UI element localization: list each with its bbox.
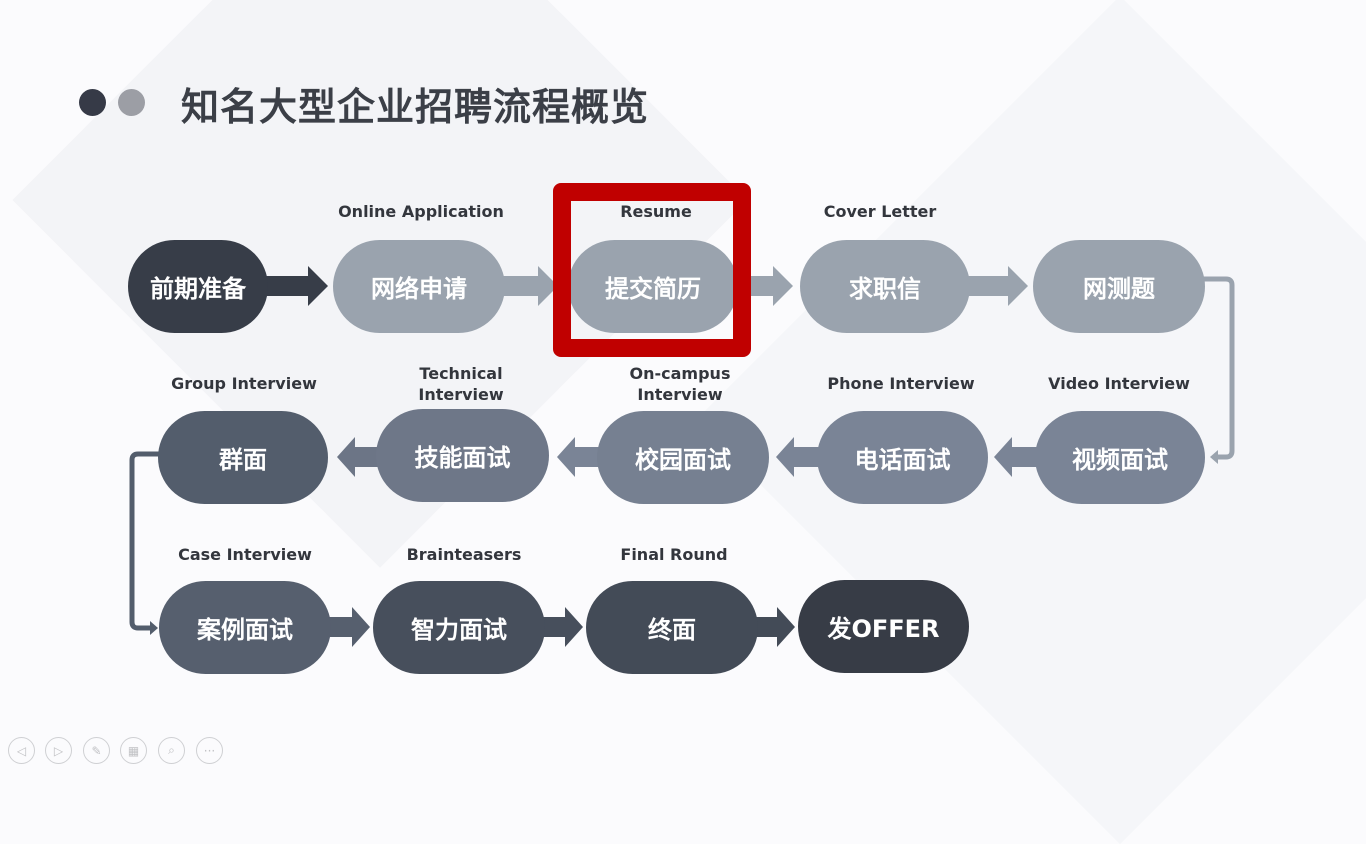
slide-overview-button[interactable]: ▦ — [120, 737, 147, 764]
connector-arrowhead — [150, 621, 158, 635]
step-text: 前期准备 — [150, 275, 246, 303]
arrow-right — [965, 266, 1028, 306]
step-group-interview[interactable]: 群面 — [158, 411, 328, 504]
step-campus-interview[interactable]: 校园面试 — [597, 411, 769, 504]
step-cover-letter[interactable]: 求职信 — [800, 240, 970, 333]
step-label: Resume — [620, 202, 692, 221]
step-phone-interview[interactable]: 电话面试 — [817, 411, 988, 504]
step-text: 终面 — [648, 616, 696, 644]
step-text: 校园面试 — [635, 446, 731, 474]
step-text: 求职信 — [849, 275, 921, 303]
step-text: 智力面试 — [411, 616, 507, 644]
step-label: Final Round — [620, 545, 728, 564]
step-text: 技能面试 — [414, 444, 511, 472]
step-text: 电话面试 — [854, 446, 951, 474]
step-text: 视频面试 — [1072, 446, 1168, 474]
arrow-right — [325, 607, 370, 647]
title-dot-dark — [79, 89, 106, 116]
step-final-round[interactable]: 终面 — [586, 581, 758, 674]
highlight-box — [553, 183, 751, 357]
step-online-test[interactable]: 网测题 — [1033, 240, 1205, 333]
arrow-left — [776, 437, 824, 477]
step-label: Case Interview — [178, 545, 312, 564]
step-online-application[interactable]: 网络申请 — [333, 240, 505, 333]
connector-down — [1200, 276, 1235, 460]
step-label: Cover Letter — [823, 202, 937, 221]
step-text: 案例面试 — [197, 616, 293, 644]
arrow-left — [994, 437, 1042, 477]
step-case-interview[interactable]: 案例面试 — [159, 581, 331, 674]
arrow-right — [752, 607, 795, 647]
step-offer[interactable]: 发OFFER — [798, 580, 969, 673]
step-technical-interview[interactable]: 技能面试 — [376, 409, 549, 502]
step-brainteasers[interactable]: 智力面试 — [373, 581, 545, 674]
step-label: Phone Interview — [827, 374, 975, 393]
step-label: Group Interview — [171, 374, 317, 393]
step-text: 群面 — [219, 446, 267, 474]
connector-arrowhead — [1210, 450, 1218, 464]
step-text: 网测题 — [1083, 275, 1155, 303]
flow-arrows — [129, 266, 1235, 647]
step-text: 提交简历 — [605, 275, 701, 303]
step-resume[interactable]: 提交简历 — [568, 240, 738, 333]
step-label: Brainteasers — [406, 545, 522, 564]
more-options-button[interactable]: ··· — [196, 737, 223, 764]
pen-tool-button[interactable]: ✎ — [83, 737, 110, 764]
step-text: 发OFFER — [827, 615, 940, 643]
step-text: 网络申请 — [371, 275, 467, 303]
step-label: Video Interview — [1048, 374, 1190, 393]
step-label: Online Application — [338, 202, 504, 221]
page-title: 知名大型企业招聘流程概览 — [181, 85, 650, 129]
step-label: On-campus Interview — [629, 364, 731, 404]
step-video-interview[interactable]: 视频面试 — [1035, 411, 1205, 504]
zoom-button[interactable]: ⌕ — [158, 737, 185, 764]
previous-slide-button[interactable]: ◁ — [8, 737, 35, 764]
step-label: Technical Interview — [418, 364, 504, 404]
connector-down — [129, 451, 160, 631]
arrow-right — [260, 266, 328, 306]
arrow-right — [540, 607, 583, 647]
arrow-right — [500, 266, 558, 306]
title-dot-light — [118, 89, 145, 116]
step-preparation[interactable]: 前期准备 — [128, 240, 268, 333]
next-slide-button[interactable]: ▷ — [45, 737, 72, 764]
